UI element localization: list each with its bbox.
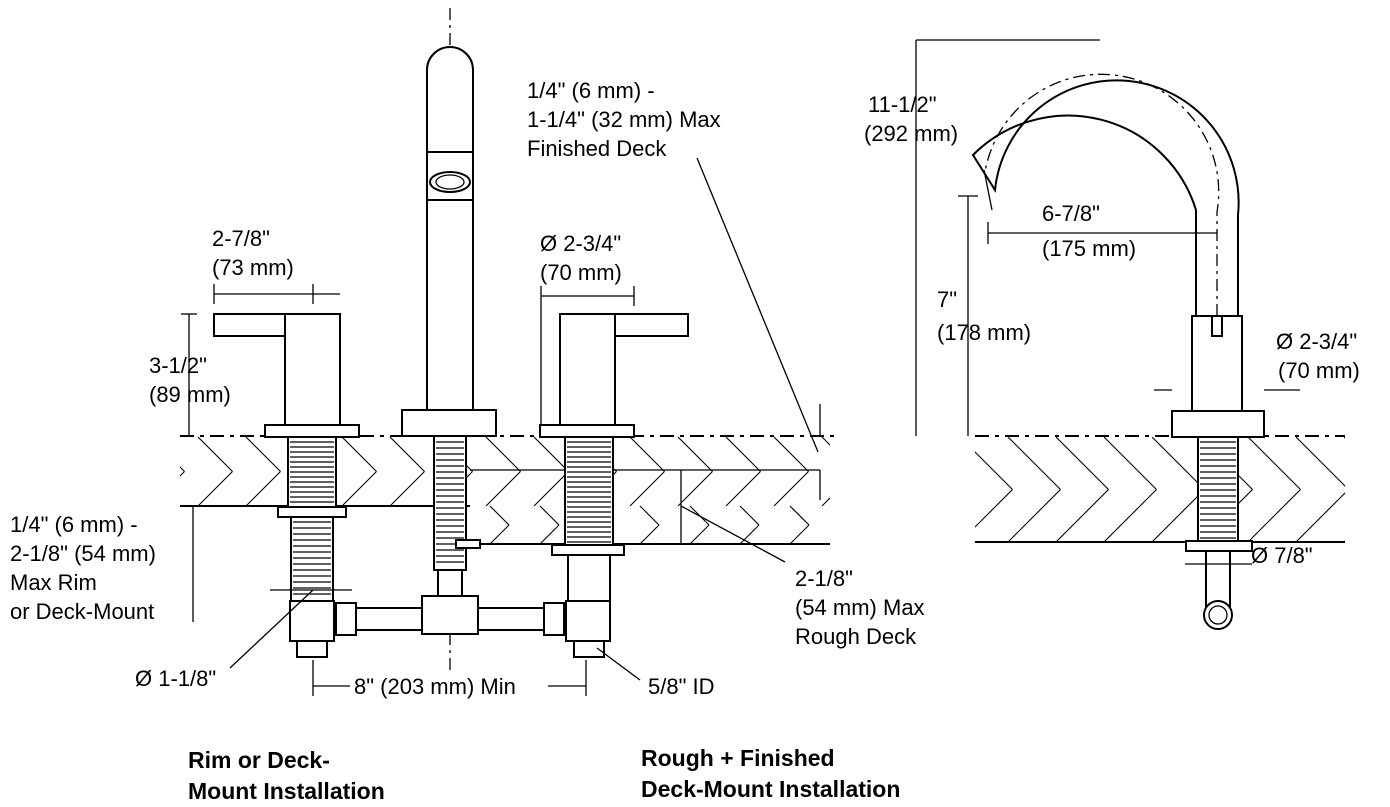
hatch-line bbox=[489, 524, 510, 545]
hatch-line bbox=[639, 524, 660, 545]
rim-deck-label-3: Max Rim bbox=[10, 570, 97, 595]
hatch-line bbox=[489, 505, 510, 526]
left-caption-line-1: Rim or Deck- bbox=[188, 747, 330, 773]
spout-height-label-mm: (292 mm) bbox=[864, 121, 958, 146]
right-deck-hatch bbox=[975, 437, 1345, 542]
left-deck bbox=[180, 435, 840, 545]
finished-deck-label-3: Finished Deck bbox=[527, 136, 667, 161]
left-handle bbox=[213, 313, 360, 658]
hatch-line bbox=[639, 505, 660, 526]
hatch-line bbox=[389, 437, 425, 472]
spout-shank-dia-label: Ø 7/8" bbox=[1251, 543, 1313, 568]
hatch-line bbox=[245, 437, 281, 472]
hatch-line bbox=[629, 471, 665, 507]
hatch-line bbox=[789, 505, 810, 526]
right-dimension-lines bbox=[915, 39, 1300, 565]
hatch-line bbox=[1151, 437, 1205, 490]
hatch-line bbox=[725, 471, 761, 507]
rough-deck-label-2: (54 mm) Max bbox=[795, 595, 925, 620]
hatch-line bbox=[789, 524, 810, 545]
spout-reach-label-mm: (175 mm) bbox=[1042, 236, 1136, 261]
spout-height-label-in: 11-1/2" bbox=[868, 92, 937, 117]
right-caption-line-2: Deck-Mount Installation bbox=[641, 776, 900, 802]
shank-dia-label: Ø 1-1/8" bbox=[135, 666, 216, 691]
hatch-line bbox=[180, 471, 185, 477]
hatch-line bbox=[1247, 489, 1301, 542]
hatch-line bbox=[773, 437, 809, 472]
hatch-line bbox=[1151, 489, 1205, 542]
rough-deck-label-3: Rough Deck bbox=[795, 624, 917, 649]
handle-width-label-mm: (73 mm) bbox=[212, 255, 294, 280]
left-lower-deck-hatch bbox=[489, 505, 810, 545]
hatch-line bbox=[677, 471, 713, 507]
hatch-line bbox=[485, 437, 521, 472]
rim-deck-label-1: 1/4" (6 mm) - bbox=[10, 512, 138, 537]
hatch-line bbox=[180, 466, 185, 472]
labels: 2-7/8" (73 mm) 3-1/2" (89 mm) Ø 2-3/4" (… bbox=[10, 78, 1360, 804]
hatch-line bbox=[975, 489, 1013, 528]
hatch-line bbox=[485, 471, 521, 507]
hatch-line bbox=[1055, 437, 1109, 490]
hatch-line bbox=[677, 437, 713, 472]
hatch-line bbox=[341, 437, 377, 472]
hatch-line bbox=[1007, 489, 1061, 542]
rim-deck-label-4: or Deck-Mount bbox=[10, 599, 154, 624]
rim-deck-label-2: 2-1/8" (54 mm) bbox=[10, 541, 156, 566]
hatch-line bbox=[1343, 437, 1345, 439]
escutcheon-dia-label-in: Ø 2-3/4" bbox=[540, 231, 621, 256]
rough-deck-label-1: 2-1/8" bbox=[795, 566, 853, 591]
right-caption-line-1: Rough + Finished bbox=[641, 745, 835, 771]
hatch-line bbox=[245, 471, 281, 507]
hatch-line bbox=[539, 505, 560, 526]
center-spout bbox=[401, 8, 497, 670]
supply-tee bbox=[333, 595, 565, 636]
finished-deck-label-1: 1/4" (6 mm) - bbox=[527, 78, 655, 103]
hatch-line bbox=[539, 524, 560, 545]
hatch-line bbox=[739, 524, 760, 545]
hatch-line bbox=[975, 451, 1013, 490]
handle-height-label-mm: (89 mm) bbox=[149, 382, 231, 407]
hatch-line bbox=[197, 437, 233, 472]
spread-label-bg bbox=[350, 673, 548, 697]
hatch-line bbox=[689, 524, 710, 545]
left-caption-line-2: Mount Installation bbox=[188, 778, 385, 804]
spread-label: 8" (203 mm) Min bbox=[354, 674, 516, 699]
hatch-line bbox=[533, 471, 569, 507]
hatch-line bbox=[197, 471, 233, 507]
inlet-id-label: 5/8" ID bbox=[648, 674, 715, 699]
hatch-line bbox=[1103, 437, 1157, 490]
hatch-line bbox=[1007, 437, 1061, 490]
hatch-line bbox=[725, 437, 761, 472]
hatch-line bbox=[1055, 489, 1109, 542]
spout-reach-label-in: 6-7/8" bbox=[1042, 201, 1100, 226]
side-spout bbox=[971, 73, 1265, 630]
hatch-line bbox=[773, 471, 809, 507]
hatch-line bbox=[1247, 437, 1301, 490]
hatch-line bbox=[389, 471, 425, 507]
hatch-line bbox=[533, 437, 569, 472]
hatch-line bbox=[1295, 492, 1345, 542]
spout-outlet-height-label-in: 7" bbox=[937, 287, 957, 312]
left-upper-deck-hatch bbox=[180, 437, 830, 507]
finished-deck-label-2: 1-1/4" (32 mm) Max bbox=[527, 107, 721, 132]
hatch-line bbox=[1343, 540, 1345, 542]
spout-base-dia-label-mm: (70 mm) bbox=[1278, 358, 1360, 383]
escutcheon-dia-label-mm: (70 mm) bbox=[540, 260, 622, 285]
hatch-line bbox=[821, 497, 830, 507]
handle-width-label-in: 2-7/8" bbox=[212, 226, 270, 251]
hatch-line bbox=[821, 437, 830, 446]
right-handle bbox=[539, 313, 689, 658]
hatch-line bbox=[1103, 489, 1157, 542]
hatch-line bbox=[341, 471, 377, 507]
hatch-line bbox=[1295, 437, 1345, 487]
hatch-line bbox=[739, 505, 760, 526]
spout-outlet-height-label-mm: (178 mm) bbox=[937, 320, 1031, 345]
hatch-line bbox=[629, 437, 665, 472]
right-deck bbox=[975, 435, 1345, 543]
spout-base-dia-label-in: Ø 2-3/4" bbox=[1276, 329, 1357, 354]
handle-height-label-in: 3-1/2" bbox=[149, 353, 207, 378]
